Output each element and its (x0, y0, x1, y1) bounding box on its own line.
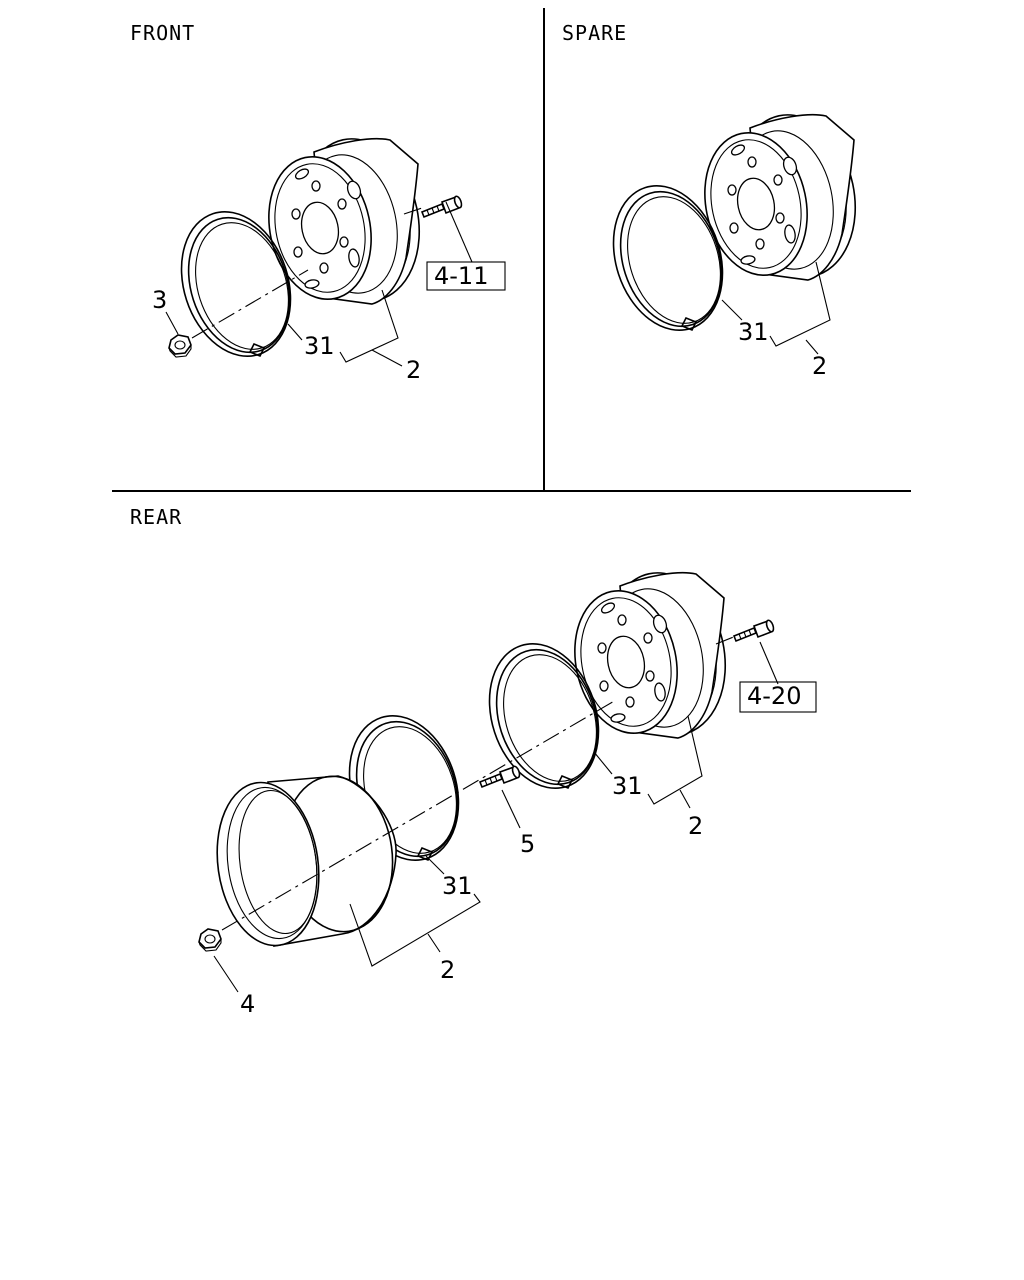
rear-inner-wheel-disc (561, 560, 741, 748)
rear-assembly (198, 560, 817, 993)
rear-callout-inner-ring: 31 (612, 772, 643, 800)
section-title-spare: SPARE (562, 21, 627, 45)
spare-assembly (594, 102, 871, 355)
rear-callout-inner-wheel: 2 (688, 812, 703, 840)
spare-callout-ring: 31 (738, 318, 769, 346)
rear-callout-outer-wheel: 2 (440, 956, 455, 984)
spare-callout-wheel: 2 (812, 352, 827, 380)
rear-callout-outer-ring: 31 (442, 872, 473, 900)
front-assembly (162, 126, 506, 372)
front-wheel-nut (168, 334, 192, 358)
front-ref-bolt: 4-11 (434, 262, 488, 290)
front-callout-wheel: 2 (406, 356, 421, 384)
rear-ref-bolt: 4-20 (747, 682, 801, 710)
section-title-front: FRONT (130, 21, 195, 45)
rear-outer-rim (206, 768, 404, 953)
rear-callout-bolt: 5 (520, 830, 535, 858)
front-callout-nut: 3 (152, 286, 167, 314)
rear-callout-nut: 4 (240, 990, 255, 1018)
rear-center-line (221, 699, 617, 931)
spare-wheel-disc (691, 102, 871, 290)
rear-wheel-nut (198, 928, 222, 952)
front-center-line (191, 269, 309, 339)
front-stud-bolt (421, 194, 464, 218)
section-title-rear: REAR (130, 505, 182, 529)
rear-stud-bolt-short (479, 764, 522, 788)
front-callout-ring: 31 (304, 332, 335, 360)
rear-stud-bolt-long (733, 618, 776, 642)
